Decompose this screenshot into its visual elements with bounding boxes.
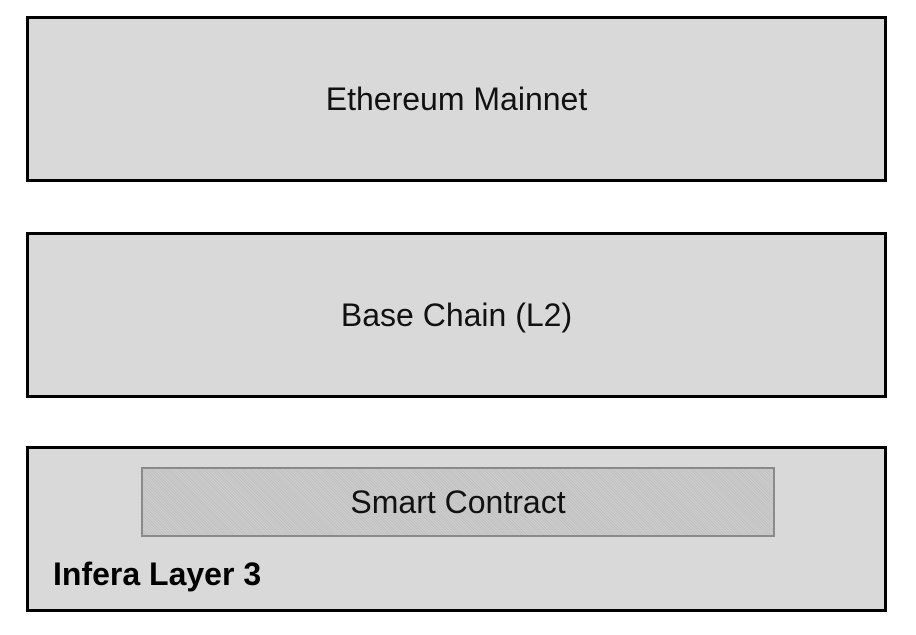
smart-contract-box: Smart Contract [141,467,775,537]
ethereum-mainnet-layer: Ethereum Mainnet [26,16,887,182]
base-chain-layer: Base Chain (L2) [26,232,887,398]
infera-layer-3-label: Infera Layer 3 [53,556,262,592]
infera-layer-3: Smart Contract Infera Layer 3 [26,446,887,612]
ethereum-mainnet-label: Ethereum Mainnet [325,80,588,117]
base-chain-label: Base Chain (L2) [340,296,573,333]
